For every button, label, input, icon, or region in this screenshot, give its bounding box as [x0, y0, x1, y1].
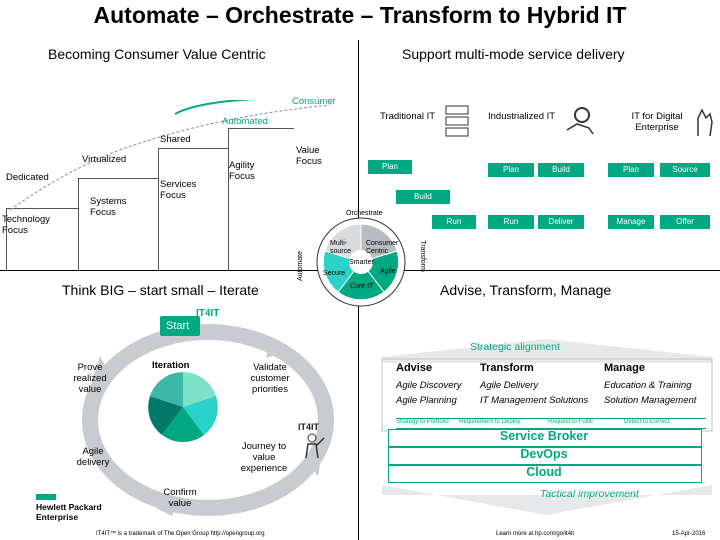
step-agile-delivery: Agile delivery: [76, 446, 110, 468]
step-journey: Journey to value experience: [240, 441, 288, 474]
footer-date: 15-Apr-2016: [672, 531, 706, 537]
stream-s2p: Strategy to Portfolio: [396, 419, 449, 425]
wheel-transform: Transform: [418, 240, 426, 272]
service-broker-box: [388, 429, 702, 447]
hpe-logo-line1: Hewlett Packard: [36, 502, 102, 512]
step-validate: Validate customer priorities: [250, 362, 290, 395]
hand-gesture-icon: [690, 104, 716, 143]
ind-run-box: Run: [488, 215, 534, 229]
wheel-multi-source: Multi-source: [330, 240, 352, 255]
trademark-footnote: IT4IT™ is a trademark of The Open Group …: [96, 531, 265, 537]
q3-heading: Think BIG – start small – Iterate: [62, 282, 259, 298]
stack-devops: DevOps: [520, 447, 568, 461]
hpe-logo-line2: Enterprise: [36, 512, 79, 522]
start-badge: [160, 316, 200, 336]
q1-heading: Becoming Consumer Value Centric: [48, 46, 266, 62]
start-label: Start: [166, 320, 190, 332]
q4-heading: Advise, Transform, Manage: [440, 282, 612, 298]
trad-plan-box: Plan: [368, 160, 412, 174]
level-systems-focus: Systems Focus: [90, 196, 127, 218]
hpe-logo: Hewlett Packard Enterprise: [36, 494, 102, 522]
level-automated: Automated: [222, 116, 268, 127]
manage-item-1: Education & Training: [604, 380, 692, 391]
wheel-orchestrate: Orchestrate: [346, 210, 383, 217]
step-confirm: Confirm value: [163, 487, 197, 509]
level-value-focus: Value Focus: [296, 145, 322, 167]
manage-item-2: Solution Management: [604, 395, 697, 406]
person-icon: [300, 432, 328, 465]
wheel-consumer-centric: Consumer Centric: [366, 240, 399, 255]
transform-item-1: Agile Delivery: [480, 380, 539, 391]
trad-build-box: Build: [396, 190, 450, 204]
level-technology-focus: Technology Focus: [2, 214, 51, 236]
stream-r2d: Requirement to Deploy: [459, 419, 521, 425]
wheel-secure: Secure: [323, 270, 346, 277]
ind-deliver-box: Deliver: [538, 215, 584, 229]
gear-hand-icon: [565, 104, 595, 141]
devops-box: [388, 447, 702, 465]
mode-traditional-it: Traditional IT: [380, 111, 436, 122]
advise-item-2: Agile Planning: [396, 395, 457, 406]
ind-plan-box: Plan: [488, 163, 534, 177]
iteration-pie: [148, 372, 218, 447]
dig-plan-box: Plan: [608, 163, 654, 177]
level-dedicated: Dedicated: [6, 172, 49, 183]
it4it-logo: IT4IT: [196, 308, 220, 319]
page-title: Automate – Orchestrate – Transform to Hy…: [93, 2, 627, 28]
level-virtualized: Virtualized: [82, 154, 127, 165]
wheel-automate: Automate: [296, 251, 304, 281]
wheel-center-label: Smarter: [349, 259, 374, 266]
stack-cloud: Cloud: [526, 465, 562, 479]
dig-offer-box: Offer: [660, 215, 710, 229]
ind-build-box: Build: [538, 163, 584, 177]
stream-r2f: Request to Fulfill: [548, 419, 593, 425]
tactical-improvement: Tactical improvement: [540, 488, 639, 500]
wheel-core-it: Core IT: [350, 283, 374, 290]
server-icon: [444, 104, 472, 145]
strategic-alignment: Strategic alignment: [470, 341, 560, 353]
col-manage-head: Manage: [604, 362, 645, 374]
learn-more-link[interactable]: Learn more at hp.com/go/it4it: [496, 531, 575, 537]
wheel-agile: Agile: [380, 268, 396, 275]
advise-item-1: Agile Discovery: [396, 380, 462, 391]
q2-heading: Support multi-mode service delivery: [402, 46, 625, 62]
stack-service-broker: Service Broker: [499, 429, 589, 443]
mode-industrialized-it: Industrialized IT: [488, 111, 556, 122]
it4it-logo-small: IT4IT: [298, 422, 320, 432]
value-stream-bar: [396, 418, 706, 429]
col-transform-head: Transform: [480, 362, 534, 374]
stream-d2c: Detect to Correct: [624, 419, 670, 425]
trad-run-box: Run: [432, 215, 476, 229]
level-agility-focus: Agility Focus: [229, 160, 255, 182]
level-services-focus: Services Focus: [160, 179, 197, 201]
step-prove: Prove realized value: [73, 362, 107, 395]
dig-manage-box: Manage: [608, 215, 654, 229]
col-advise-head: Advise: [396, 362, 433, 374]
dig-source-box: Source: [660, 163, 710, 177]
hpe-logo-mark: [36, 494, 56, 500]
transform-item-2: IT Management Solutions: [480, 395, 589, 406]
level-consumer: Consumer: [292, 96, 336, 107]
iteration-label: Iteration: [152, 360, 190, 371]
mode-digital-enterprise: IT for Digital Enterprise: [631, 111, 683, 133]
smarter-wheel: [298, 207, 424, 312]
level-shared: Shared: [160, 134, 191, 145]
cloud-box: [388, 465, 702, 483]
